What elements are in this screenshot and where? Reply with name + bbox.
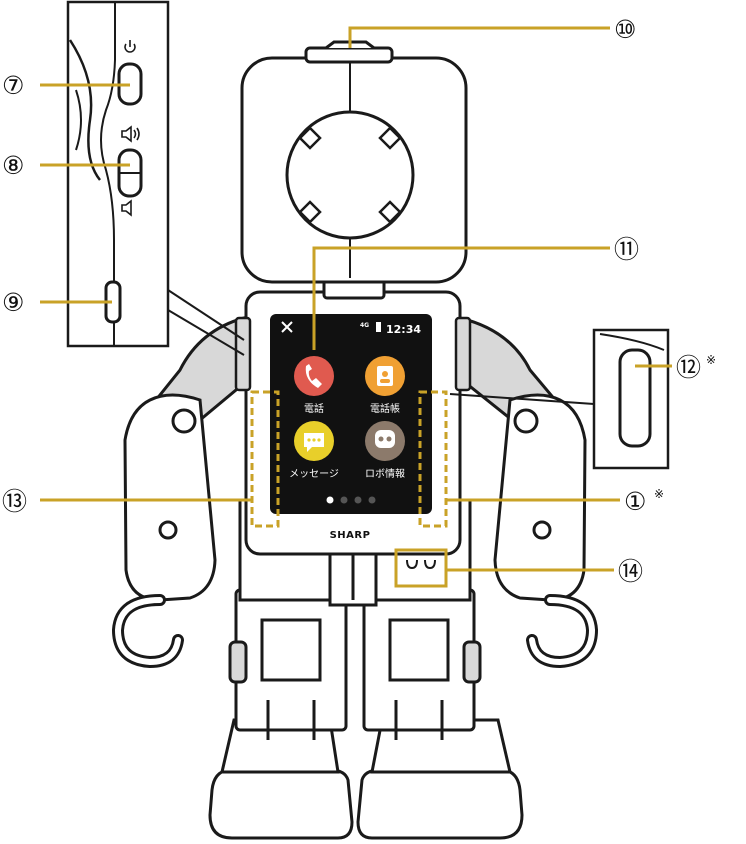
- callout-labels: ⑦ ⑧ ⑨ ⑩ ⑪ ⑫ ※ ⑬ ① ※ ⑭: [2, 15, 716, 586]
- app-label-call: 電話: [304, 402, 324, 415]
- callout-10: ⑩: [614, 15, 636, 44]
- page-dot: [326, 496, 334, 504]
- callout-7: ⑦: [2, 71, 24, 100]
- page-indicator: [326, 496, 376, 504]
- app-label-message: メッセージ: [289, 468, 339, 480]
- app-message[interactable]: メッセージ: [289, 421, 339, 480]
- left-speaker-area: [250, 390, 280, 528]
- head: [240, 40, 468, 300]
- status-network: 4G: [360, 322, 369, 329]
- face-plate: [285, 110, 415, 240]
- callout-1: ①: [624, 487, 646, 516]
- right-foot: [356, 718, 524, 840]
- page-dot: [368, 496, 376, 504]
- brand-logo: SHARP: [330, 530, 371, 541]
- right-leg: [362, 588, 482, 740]
- app-label-robo-info: ロボ情報: [365, 467, 405, 480]
- speaker-quiet-icon: [121, 199, 132, 217]
- callout-12: ⑫: [676, 353, 701, 382]
- battery-icon: [376, 322, 381, 332]
- callout-9: ⑨: [2, 288, 24, 317]
- robo-status-icon: [281, 321, 293, 333]
- app-robo-info[interactable]: ロボ情報: [365, 421, 405, 480]
- right-arm: [458, 316, 599, 669]
- callout-14: ⑭: [618, 557, 643, 586]
- right-speaker-area: [418, 390, 448, 528]
- callout-11: ⑪: [614, 235, 639, 264]
- callout-13: ⑬: [2, 487, 27, 516]
- app-call[interactable]: 電話: [294, 356, 334, 415]
- side-view-inset: [66, 0, 245, 356]
- left-foot: [208, 718, 354, 840]
- app-label-contacts: 電話帳: [370, 402, 400, 415]
- callout-8: ⑧: [2, 151, 24, 180]
- terminal-highlight: [394, 548, 448, 588]
- page-dot: [340, 496, 348, 504]
- charging-terminals: [406, 559, 436, 570]
- left-arm: [111, 316, 250, 669]
- callout-1-note: ※: [654, 487, 664, 501]
- phone-icon: [294, 356, 334, 396]
- body-phone: 4G 12:34 電話 電話帳 メッセージ: [234, 290, 472, 570]
- card-slot[interactable]: [618, 348, 652, 448]
- callout-12-note: ※: [706, 353, 716, 367]
- status-time: 12:34: [386, 323, 421, 336]
- speaker-loud-icon: [121, 125, 140, 143]
- left-leg: [228, 588, 348, 740]
- sd-slot-inset: [449, 328, 670, 470]
- app-contacts[interactable]: 電話帳: [365, 356, 405, 415]
- page-dot: [354, 496, 362, 504]
- leader-lines: [40, 26, 672, 572]
- touch-screen[interactable]: [270, 314, 432, 514]
- power-icon: [124, 40, 136, 53]
